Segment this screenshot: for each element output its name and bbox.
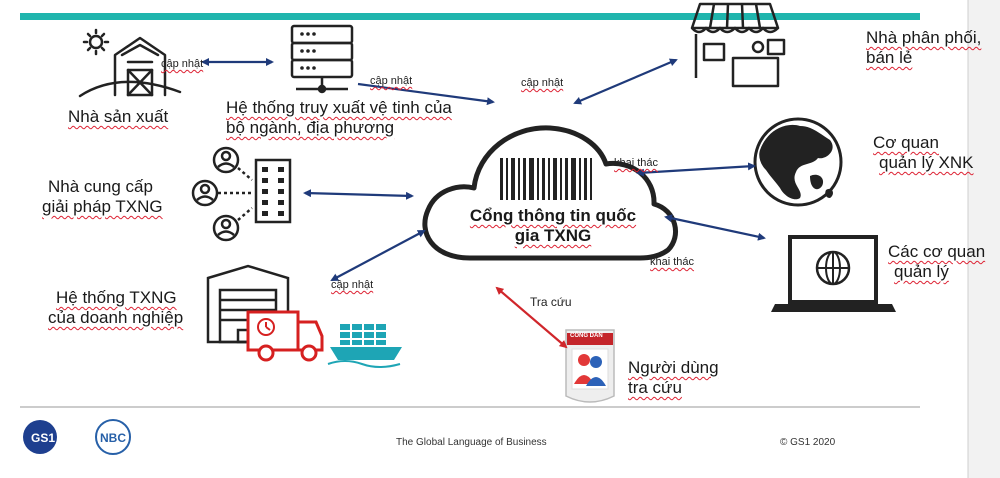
building-windows [262,167,284,216]
ship-icon [327,324,402,368]
arrow-solution-portal [303,189,414,200]
server-icon [290,24,354,94]
edge-label-customs: khai thác [614,157,659,169]
arrow-portal-agencies [664,214,766,241]
edge-label-agencies: khai thác [650,256,695,268]
citizen-badge-label: CÔNG DÂN [570,333,603,339]
truck-icon [246,310,324,362]
store-icon [690,2,786,88]
header-bar [20,13,920,20]
globe-icon [753,117,843,207]
footer-copyright: © GS1 2020 [780,437,836,448]
arrow-satellite-portal [357,82,495,106]
page-edge [968,0,1000,478]
gs1-logo-text: GS1 [31,431,55,445]
solution-provider-icon [191,146,292,242]
nbc-logo-text: NBC [100,431,126,445]
nbc-logo: NBC [95,419,131,455]
arrows [201,58,766,281]
laptop-icon [771,235,896,312]
barn-icon [78,28,182,98]
arrow-portal-distributor [573,58,678,105]
edge-label-distributor: cập nhật [521,77,564,89]
edge-label-satellite: cập nhật [370,75,413,87]
label-distributor: Nhà phân phối,bán lẻ [866,28,982,67]
arrow-portal-user [495,286,568,349]
gs1-logo: GS1 [23,420,57,454]
citizen-badge-icon [565,329,615,403]
footer-tagline: The Global Language of Business [396,437,547,448]
arrow-portal-customs [636,162,756,177]
edge-label-lookup: Tra cứu [530,295,572,309]
edge-label-producer: cập nhật [161,58,204,70]
label-producer: Nhà sản xuất [68,107,169,126]
arrow-enterprise-portal [330,230,426,281]
barcode [500,158,592,200]
cloud-icon [422,125,678,261]
edge-label-enterprise: cập nhật [331,279,374,291]
